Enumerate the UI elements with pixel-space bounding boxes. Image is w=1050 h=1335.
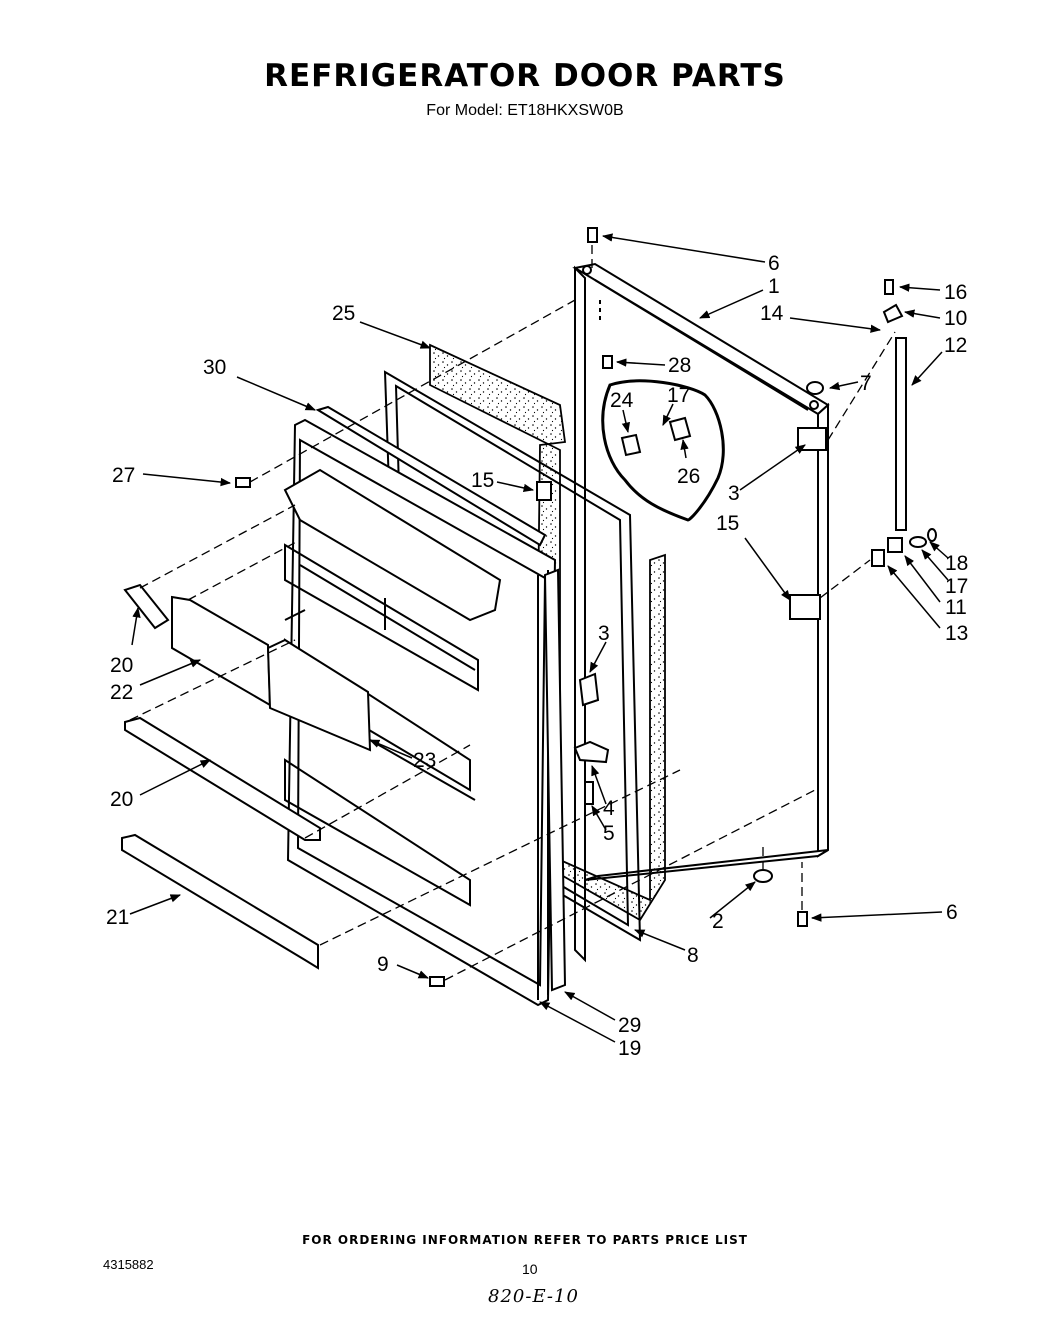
clip-15 xyxy=(536,481,552,501)
hinge-rod-12 xyxy=(895,337,907,531)
callout-numbers: 6 1 16 10 14 12 7 25 28 30 24 17 27 26 3… xyxy=(106,252,968,1060)
screw-17 xyxy=(909,536,927,548)
callout-13: 13 xyxy=(945,622,968,645)
callout-12: 12 xyxy=(944,334,967,357)
callout-16: 16 xyxy=(944,281,967,304)
page-title: REFRIGERATOR DOOR PARTS xyxy=(264,58,786,94)
callout-10: 10 xyxy=(944,307,967,330)
callout-24: 24 xyxy=(610,389,634,412)
door-outer-frame xyxy=(572,262,830,963)
callout-1: 1 xyxy=(768,275,780,298)
breaker-strip xyxy=(543,568,567,992)
ordering-note: FOR ORDERING INFORMATION REFER TO PARTS … xyxy=(302,1233,748,1247)
callout-15-inner: 15 xyxy=(471,469,494,492)
callout-4: 4 xyxy=(603,797,615,820)
loose-fasteners xyxy=(235,227,808,987)
inner-door-liner xyxy=(283,418,557,1007)
liner-trim xyxy=(315,405,547,547)
bracket-3 xyxy=(578,672,600,707)
callout-30: 30 xyxy=(203,356,226,379)
handwritten-note: 820-E-10 xyxy=(488,1286,579,1307)
door-shelves xyxy=(121,583,372,970)
callout-8: 8 xyxy=(687,944,699,967)
shelf-22 xyxy=(171,595,272,707)
callout-6-bottom: 6 xyxy=(946,901,958,924)
bracket-13 xyxy=(871,549,885,567)
page-number: 10 xyxy=(522,1261,538,1277)
screw-27 xyxy=(235,477,251,488)
hinge-10 xyxy=(882,303,904,324)
document-number: 4315882 xyxy=(103,1257,154,1272)
callout-22: 22 xyxy=(110,681,133,704)
leader-arrows xyxy=(129,233,949,1043)
callout-28: 28 xyxy=(668,354,691,377)
callout-17: 17 xyxy=(945,575,968,598)
callout-6-top: 6 xyxy=(768,252,780,275)
screw-16 xyxy=(884,279,894,295)
callout-25: 25 xyxy=(332,302,355,325)
callout-29: 29 xyxy=(618,1014,641,1037)
callout-19: 19 xyxy=(618,1037,641,1060)
callout-20-lower: 20 xyxy=(110,788,133,811)
screw-5 xyxy=(584,781,594,805)
model-subtitle: For Model: ET18HKXSW0B xyxy=(426,102,624,119)
hinge-assembly xyxy=(871,279,937,567)
callout-11: 11 xyxy=(945,596,967,619)
callout-27: 27 xyxy=(112,464,135,487)
alignment-lines xyxy=(129,245,896,981)
screw-6-top xyxy=(587,227,598,243)
shelf-bar-21 xyxy=(121,833,319,970)
washer-2 xyxy=(753,869,773,883)
handle-bracket-area xyxy=(536,481,610,805)
hinge-pin-4 xyxy=(573,740,610,764)
detail-inset xyxy=(601,379,725,522)
callout-15-outer: 15 xyxy=(716,512,739,535)
callout-26: 26 xyxy=(677,465,700,488)
washer-18 xyxy=(927,528,937,542)
callout-3-upper: 3 xyxy=(728,482,740,505)
screw-6-bottom xyxy=(797,911,808,927)
plug-28 xyxy=(602,355,613,369)
shelf-23 xyxy=(266,638,372,752)
callout-9: 9 xyxy=(377,953,389,976)
callout-2: 2 xyxy=(712,910,724,933)
callout-20-upper: 20 xyxy=(110,654,133,677)
callout-5: 5 xyxy=(603,822,615,845)
shelf-bar-end-20 xyxy=(123,583,170,630)
screw-9 xyxy=(429,976,445,987)
callout-18: 18 xyxy=(945,552,968,575)
callout-23: 23 xyxy=(413,749,436,772)
callout-7: 7 xyxy=(860,372,872,395)
shelf-bar-20 xyxy=(124,716,321,841)
callout-14: 14 xyxy=(760,302,784,325)
callout-17-inset: 17 xyxy=(667,384,690,407)
callout-3-lower: 3 xyxy=(598,622,610,645)
callout-21: 21 xyxy=(106,906,129,929)
hinge-11 xyxy=(887,537,903,553)
